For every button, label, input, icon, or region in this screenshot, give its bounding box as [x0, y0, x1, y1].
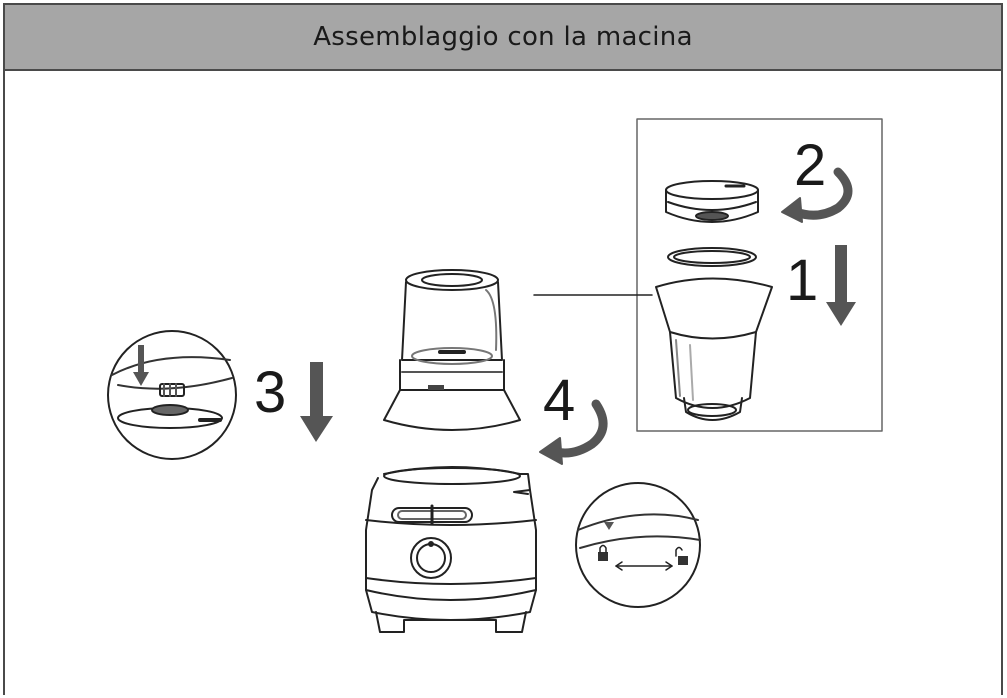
step-4-number: 4 [543, 368, 575, 433]
lock-closed-icon [598, 544, 608, 561]
grinder-cup [655, 277, 773, 421]
detail-inset-box [636, 118, 883, 432]
grinder-assembled [383, 269, 521, 431]
rotate-clockwise-icon [791, 167, 853, 220]
step-3-detail-circle [107, 330, 237, 460]
lock-indicator-detail [575, 482, 701, 608]
rotate-clockwise-icon-step4 [551, 399, 608, 458]
section-header: Assemblaggio con la macina [5, 5, 1001, 71]
down-arrow-icon [826, 245, 856, 326]
seal-ring [667, 247, 757, 267]
motor-base [365, 466, 537, 633]
down-arrow-icon-step3 [300, 362, 333, 442]
step-2-number: 2 [794, 133, 826, 198]
grinder-cap [665, 180, 759, 223]
step-1-number: 1 [786, 248, 818, 313]
section-title: Assemblaggio con la macina [313, 22, 693, 52]
lock-open-icon [675, 546, 688, 565]
step-3-number: 3 [254, 360, 286, 425]
